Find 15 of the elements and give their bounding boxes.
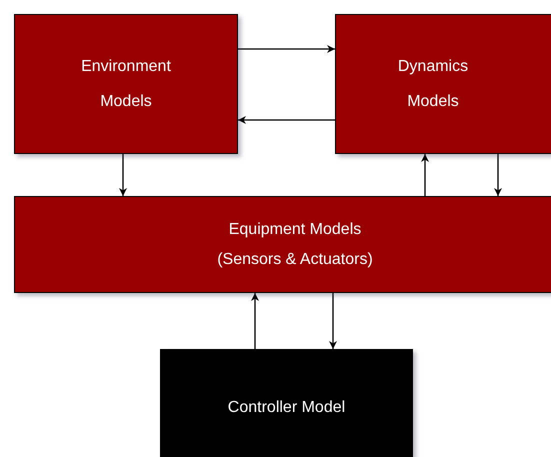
arrow [238, 45, 335, 53]
box-label: Controller Model [228, 398, 346, 418]
process-box [335, 14, 551, 154]
arrow [238, 116, 335, 124]
box-label: Environment Models [80, 57, 172, 112]
box-label: Equipment Models (Sensors & Actuators) [216, 220, 374, 270]
arrow [251, 293, 259, 349]
process-box [14, 14, 238, 154]
arrow [329, 293, 337, 349]
arrow [421, 154, 429, 196]
process-box [14, 196, 551, 293]
process-box [160, 349, 413, 457]
box-label: Dynamics Models [396, 57, 470, 112]
arrow [119, 154, 127, 196]
arrow [494, 154, 502, 196]
